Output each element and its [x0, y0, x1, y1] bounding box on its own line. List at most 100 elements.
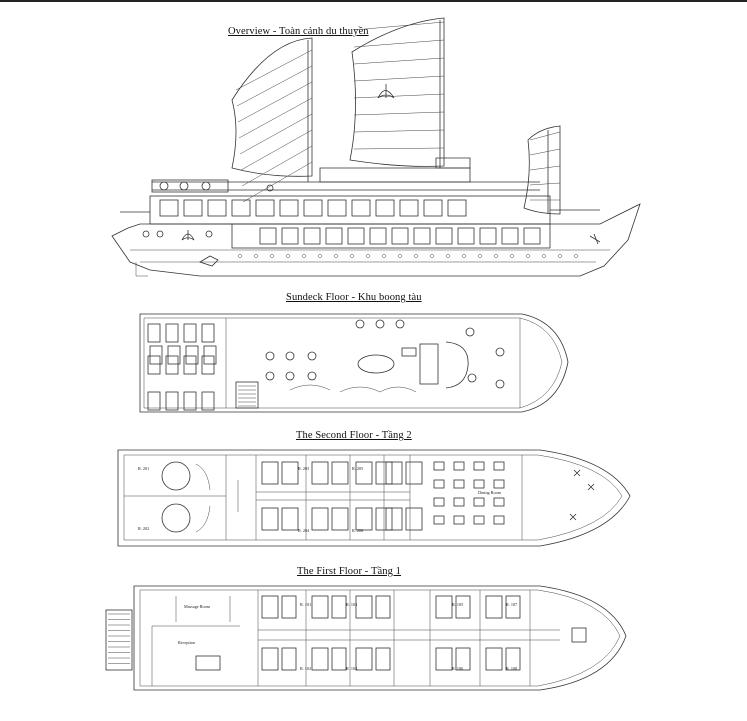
sun-lounger	[147, 323, 161, 343]
reception-label: Reception	[178, 640, 196, 645]
cabin-window	[281, 227, 299, 245]
cabin-window	[207, 199, 227, 217]
hull-porthole	[414, 254, 418, 258]
room-label: R. 101	[300, 602, 311, 607]
sail-batten	[353, 21, 445, 31]
hull-porthole	[542, 254, 546, 258]
cabin-window	[479, 227, 497, 245]
reception-desk	[195, 655, 221, 671]
deck-table	[467, 373, 477, 383]
sail-batten	[241, 145, 313, 187]
sun-lounger	[147, 355, 161, 375]
sail-batten	[353, 57, 445, 65]
sun-lounger	[167, 345, 181, 365]
bed	[331, 647, 347, 671]
room-label: R. 206	[352, 528, 363, 533]
cabin-window	[413, 227, 431, 245]
hull-porthole	[510, 254, 514, 258]
sun-lounger	[203, 345, 217, 365]
sail-batten	[353, 39, 445, 48]
sail-batten	[238, 97, 313, 139]
bed	[311, 647, 329, 671]
cabin-window	[303, 199, 323, 217]
hull-porthole	[430, 254, 434, 258]
sail-batten	[353, 75, 445, 82]
bed	[311, 507, 329, 531]
sail-batten	[235, 49, 313, 91]
deck-table	[495, 379, 505, 389]
cabin-window	[457, 227, 475, 245]
room-label: R. 104	[346, 666, 358, 671]
hull-porthole	[366, 254, 370, 258]
bed	[355, 595, 373, 619]
dining-table	[453, 479, 465, 489]
dining-table	[453, 461, 465, 471]
hull-logo-icon	[181, 230, 195, 241]
sun-lounger	[149, 345, 163, 365]
deck-table	[265, 371, 275, 381]
deck-table	[395, 319, 405, 329]
dining-table	[493, 515, 505, 525]
room-label: R. 102	[300, 666, 311, 671]
cabin-window	[435, 227, 453, 245]
dining-table	[433, 515, 445, 525]
room-label: R. 202	[138, 526, 149, 531]
hull-porthole	[334, 254, 338, 258]
deck-table	[375, 319, 385, 329]
cabin-window	[501, 227, 519, 245]
bed	[375, 461, 393, 485]
sail-batten	[529, 182, 561, 186]
bed	[281, 595, 297, 619]
bed	[355, 647, 373, 671]
bed	[331, 595, 347, 619]
anchor-icon	[589, 233, 601, 245]
sail-batten	[240, 129, 313, 171]
room-label: R. 106	[452, 666, 463, 671]
sail-fore	[523, 125, 561, 215]
cabin-window	[327, 199, 347, 217]
sundeck-title: Sundeck Floor - Khu boong tàu	[286, 292, 422, 303]
deck-table	[465, 327, 475, 337]
bed	[485, 595, 503, 619]
deck-table	[285, 351, 295, 361]
overview-elevation	[111, 17, 641, 277]
cabin-window	[303, 227, 321, 245]
bed	[385, 461, 403, 485]
dining-table	[453, 515, 465, 525]
cabin-window	[325, 227, 343, 245]
sun-lounger	[183, 323, 197, 343]
cabin-window	[183, 199, 203, 217]
cabin-window	[255, 199, 275, 217]
first-floor-plan: Massage Room Reception R. 101 R. 103 R. …	[105, 585, 627, 691]
bed	[331, 461, 349, 485]
second-floor-title: The Second Floor - Tầng 2	[296, 430, 412, 441]
dining-table	[493, 497, 505, 507]
room-label: R. 105	[452, 602, 463, 607]
hull-porthole	[350, 254, 354, 258]
deck-table	[355, 319, 365, 329]
cabin-window	[159, 199, 179, 217]
bed	[261, 507, 279, 531]
sail-batten	[353, 147, 445, 150]
cabin-window	[447, 199, 467, 217]
bed	[385, 507, 403, 531]
sail-batten	[529, 165, 561, 171]
bed	[281, 647, 297, 671]
bed	[261, 647, 279, 671]
sail-batten	[239, 113, 313, 155]
hull-porthole	[254, 254, 258, 258]
hull-porthole	[302, 254, 306, 258]
bed	[405, 507, 423, 531]
bed	[331, 507, 349, 531]
sail-main	[349, 17, 445, 167]
room-label: R. 108	[506, 666, 517, 671]
hull-porthole	[382, 254, 386, 258]
sun-lounger	[147, 391, 161, 411]
hull-porthole	[526, 254, 530, 258]
bed	[405, 461, 423, 485]
sail-batten	[353, 111, 445, 116]
dining-room-label: Dining Room	[478, 490, 502, 495]
cabin-window	[259, 227, 277, 245]
sail-batten	[242, 161, 313, 203]
dining-table	[473, 515, 485, 525]
